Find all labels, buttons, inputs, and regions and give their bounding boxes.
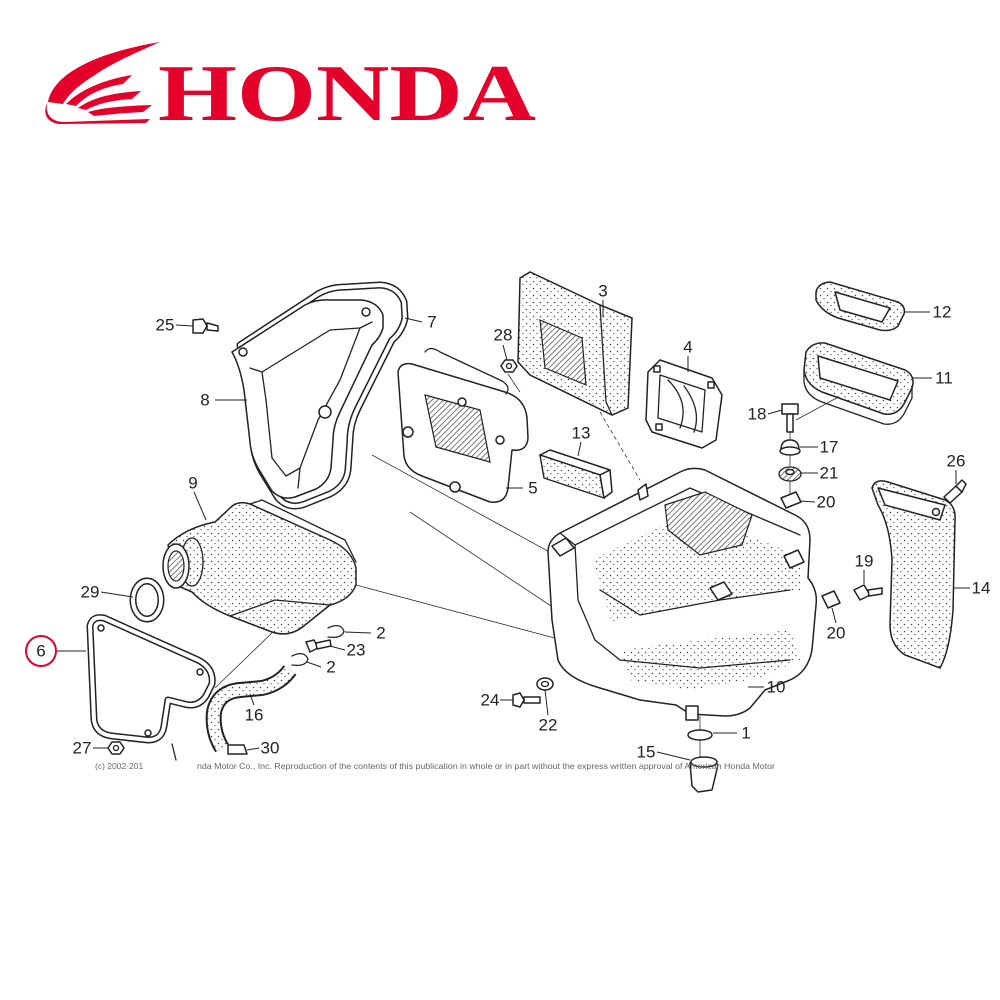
callout-3[interactable]: 3: [598, 282, 607, 301]
callout-8[interactable]: 8: [200, 391, 209, 410]
part-11-drawing: [803, 342, 914, 425]
part-24-drawing: [512, 692, 541, 708]
part-26-drawing: [943, 479, 967, 504]
part-23-drawing: [305, 639, 332, 653]
callout-21[interactable]: 21: [820, 464, 839, 483]
callout-25[interactable]: 25: [156, 316, 175, 335]
part-14-drawing: [871, 480, 956, 669]
part-8-drawing: [231, 299, 384, 499]
part-5-drawing: [397, 347, 529, 503]
part-4-drawing: [645, 359, 723, 449]
part-20-drawing-b: [821, 590, 841, 609]
copyright-notice: (c) 2002-201 nda Motor Co., Inc. Reprodu…: [95, 761, 775, 771]
callout-11[interactable]: 11: [935, 369, 953, 388]
callout-13[interactable]: 13: [572, 424, 591, 443]
callout-19[interactable]: 19: [855, 552, 874, 571]
callout-20-b[interactable]: 20: [827, 624, 846, 643]
honda-wing-icon: [45, 42, 160, 124]
part-6-drawing: [86, 614, 216, 744]
part-16-drawing: [205, 665, 297, 753]
part-2-drawing-a: [327, 624, 345, 639]
callouts: 1 2 2 3 4 5 6 7 8 9 10 11 12 13 14 15 16…: [36, 282, 990, 762]
callout-27[interactable]: 27: [73, 739, 92, 758]
part-15-drawing: [689, 756, 719, 793]
part-1-drawing: [687, 729, 713, 741]
callout-4[interactable]: 4: [683, 338, 692, 357]
copyright-lead: (c) 2002-201: [95, 761, 143, 771]
callout-1[interactable]: 1: [741, 724, 750, 743]
callout-5[interactable]: 5: [528, 479, 537, 498]
callout-10[interactable]: 10: [767, 678, 786, 697]
callout-20-a[interactable]: 20: [817, 493, 836, 512]
copyright-body: nda Motor Co., Inc. Reproduction of the …: [197, 761, 775, 771]
callout-26[interactable]: 26: [947, 452, 966, 471]
callout-29[interactable]: 29: [81, 583, 100, 602]
callout-22[interactable]: 22: [539, 716, 558, 735]
selected-callout-ring: [25, 635, 57, 667]
callout-15[interactable]: 15: [637, 743, 656, 762]
part-20-drawing-a: [780, 491, 802, 509]
connection-lines: [214, 373, 845, 758]
part-10-drawing: [547, 467, 818, 721]
logo-wordmark: HONDA: [158, 48, 536, 138]
part-22-drawing: [536, 677, 554, 691]
callout-2-a[interactable]: 2: [376, 624, 385, 643]
part-12-drawing: [815, 281, 906, 332]
callout-18[interactable]: 18: [748, 405, 767, 424]
part-3-drawing: [517, 271, 633, 416]
callout-7[interactable]: 7: [427, 313, 436, 332]
part-9-drawing: [162, 499, 357, 635]
callout-2-b[interactable]: 2: [326, 658, 335, 677]
part-30-drawing: [171, 743, 248, 761]
part-17-drawing: [779, 439, 801, 456]
part-13-drawing: [539, 449, 613, 500]
part-2-drawing-b: [291, 652, 309, 667]
honda-logo: HONDA: [45, 42, 536, 138]
callout-12[interactable]: 12: [933, 303, 952, 322]
callout-9[interactable]: 9: [188, 474, 197, 493]
callout-16[interactable]: 16: [245, 706, 264, 725]
callout-14[interactable]: 14: [972, 579, 991, 598]
part-18-drawing: [781, 403, 799, 433]
part-21-drawing: [778, 466, 802, 482]
callout-23[interactable]: 23: [347, 641, 366, 660]
callout-17[interactable]: 17: [820, 438, 839, 457]
part-29-drawing: [129, 577, 165, 623]
leader-lines: [56, 300, 970, 761]
callout-28[interactable]: 28: [494, 326, 513, 345]
part-19-drawing: [853, 584, 883, 601]
part-28-drawing: [500, 359, 518, 373]
callout-6[interactable]: 6: [36, 642, 45, 661]
part-27-drawing: [107, 741, 125, 755]
part-25-drawing: [192, 318, 219, 334]
callout-30[interactable]: 30: [261, 739, 280, 758]
callout-24[interactable]: 24: [481, 691, 500, 710]
